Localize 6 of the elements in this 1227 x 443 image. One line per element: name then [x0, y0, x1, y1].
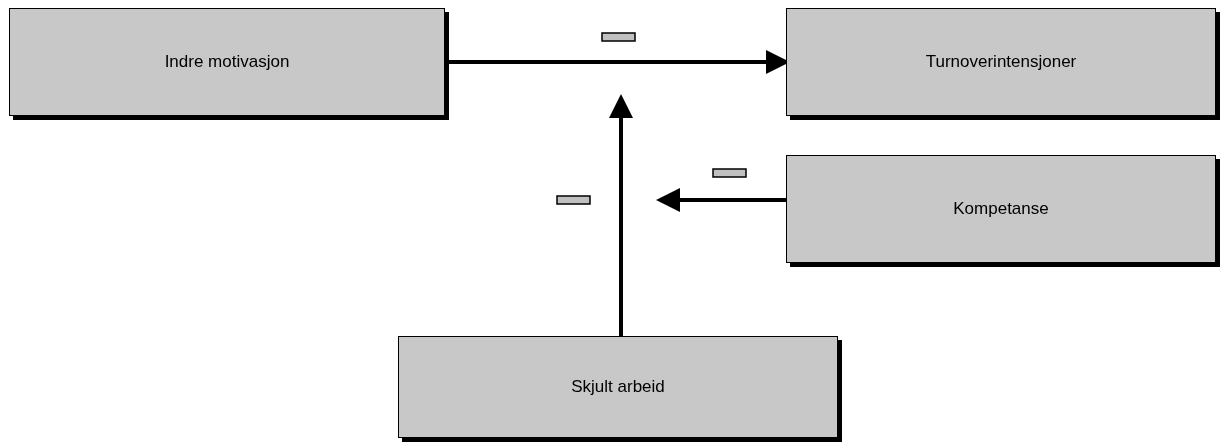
box-label: Kompetanse	[953, 198, 1049, 221]
arrow	[609, 94, 633, 336]
arrow	[656, 188, 786, 212]
box-label: Turnoverintensjoner	[925, 51, 1077, 74]
box-label: Skjult arbeid	[571, 376, 665, 399]
box-label: Indre motivasjon	[164, 51, 290, 74]
